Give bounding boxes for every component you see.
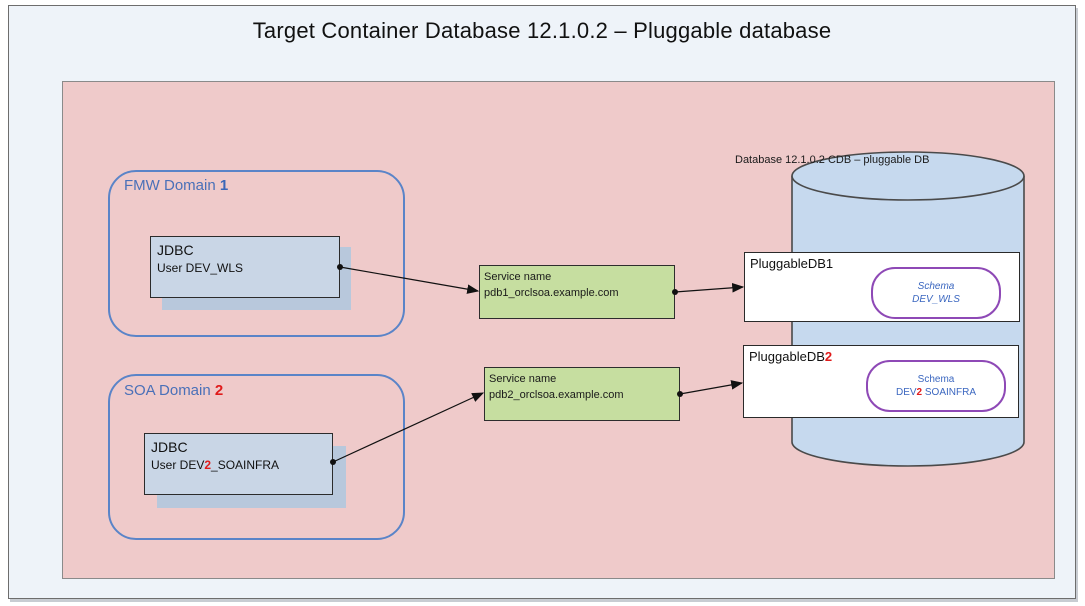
schema-oval-1: Schema DEV_WLS [871, 267, 1001, 319]
schema-prefix: DEV [895, 387, 917, 398]
jdbc-user-prefix: User DEV [151, 458, 205, 472]
jdbc-user-suffix: _WLS [210, 261, 244, 275]
soa-domain-label: SOA Domain 2 [124, 382, 223, 399]
domain-label-text: SOA Domain [124, 382, 215, 399]
schema-oval-2: Schema DEV2 SOAINFRA [866, 360, 1006, 412]
service-box-1: Service name pdb1_orclsoa.example.com [479, 265, 675, 319]
pdb-title-prefix: PluggableDB [749, 349, 825, 364]
schema-title: Schema [917, 281, 955, 292]
jdbc-user-suffix: _SOAINFRA [211, 458, 280, 472]
service-name: pdb2_orclsoa.example.com [489, 389, 624, 401]
jdbc-title: JDBC [151, 439, 188, 455]
jdbc-user-num: 2 [204, 458, 212, 472]
schema-name: DEV_WLS [873, 293, 999, 306]
pdb-title: PluggableDB2 [749, 349, 832, 364]
jdbc-box-1: JDBC User DEV_WLS [150, 236, 340, 298]
pdb-title-num: 2 [824, 349, 833, 364]
fmw-domain-box [108, 170, 405, 337]
service-name: pdb1_orclsoa.example.com [484, 287, 619, 299]
database-label: Database 12.1.0.2 CDB – pluggable DB [735, 154, 930, 166]
schema-num: 2 [916, 387, 923, 398]
fmw-domain-label: FMW Domain 1 [124, 177, 228, 194]
pluggable-db-2: PluggableDB2 Schema DEV2 SOAINFRA [743, 345, 1019, 418]
service-title: Service name [489, 373, 557, 385]
pdb-title: PluggableDB1 [750, 256, 833, 271]
schema-title: Schema [917, 374, 955, 385]
domain-number: 1 [219, 177, 229, 194]
jdbc-user: User DEV2_SOAINFRA [151, 457, 332, 473]
jdbc-title: JDBC [157, 242, 194, 258]
domain-label-text: FMW Domain [124, 177, 220, 194]
service-title: Service name [484, 271, 552, 283]
diagram-title: Target Container Database 12.1.0.2 – Plu… [252, 18, 832, 43]
pluggable-db-1: PluggableDB1 Schema DEV_WLS [744, 252, 1020, 322]
schema-prefix: DEV [912, 294, 933, 305]
jdbc-box-2: JDBC User DEV2_SOAINFRA [144, 433, 333, 495]
schema-suffix: SOAINFRA [922, 387, 977, 398]
domain-number: 2 [214, 382, 224, 399]
schema-suffix: _WLS [932, 294, 960, 305]
schema-name: DEV2 SOAINFRA [868, 386, 1004, 399]
jdbc-user-prefix: User DEV [157, 261, 211, 275]
pdb-title-prefix: PluggableDB [750, 256, 826, 271]
pdb-title-num: 1 [825, 256, 834, 271]
service-box-2: Service name pdb2_orclsoa.example.com [484, 367, 680, 421]
jdbc-user: User DEV_WLS [157, 260, 339, 276]
